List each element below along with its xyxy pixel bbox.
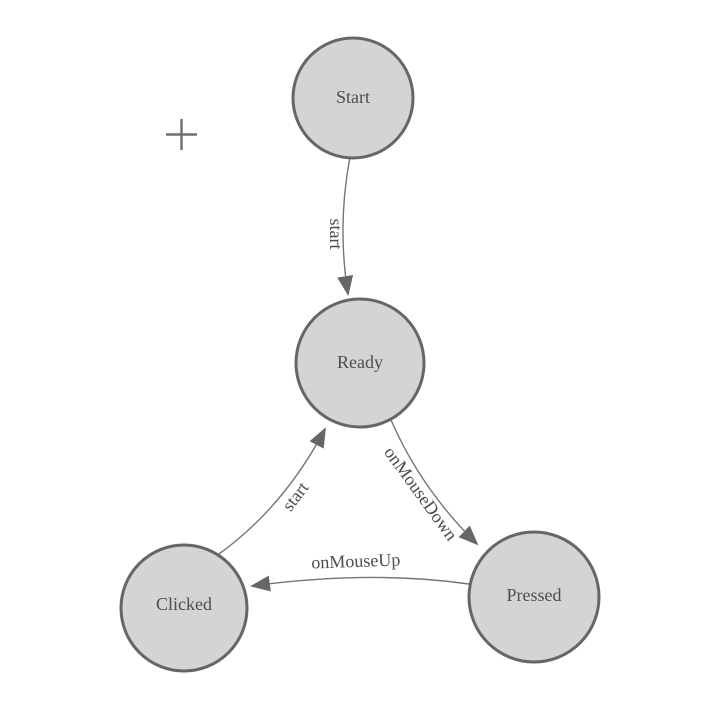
edge-label-onmousedown: onMouseDown [380,443,461,545]
node-start[interactable]: Start [291,36,415,160]
edge-label-start-left: start [278,478,313,515]
edge-layer [218,156,479,592]
edge-label-start-top: start [326,219,346,250]
node-clicked[interactable]: Clicked [119,543,249,673]
node-circle-start[interactable] [291,36,415,160]
edge-ready-to-pressed[interactable] [390,419,479,546]
node-pressed[interactable]: Pressed [467,530,601,664]
node-circle-clicked[interactable] [119,543,249,673]
node-ready[interactable]: Ready [294,297,426,429]
node-label-ready: Ready [337,352,383,372]
node-circle-pressed[interactable] [467,530,601,664]
edge-clicked-to-ready[interactable] [218,427,326,555]
node-label-clicked: Clicked [156,594,212,614]
edge-start-to-ready[interactable] [337,156,354,296]
node-layer: Start Ready Clicked Pressed [119,36,601,673]
edge-label-onmouseup: onMouseUp [311,549,401,572]
node-circle-ready[interactable] [294,297,426,429]
crosshair-icon [166,119,197,150]
edge-pressed-to-clicked[interactable] [250,575,470,592]
node-label-pressed: Pressed [507,585,562,605]
node-label-start: Start [336,87,370,107]
